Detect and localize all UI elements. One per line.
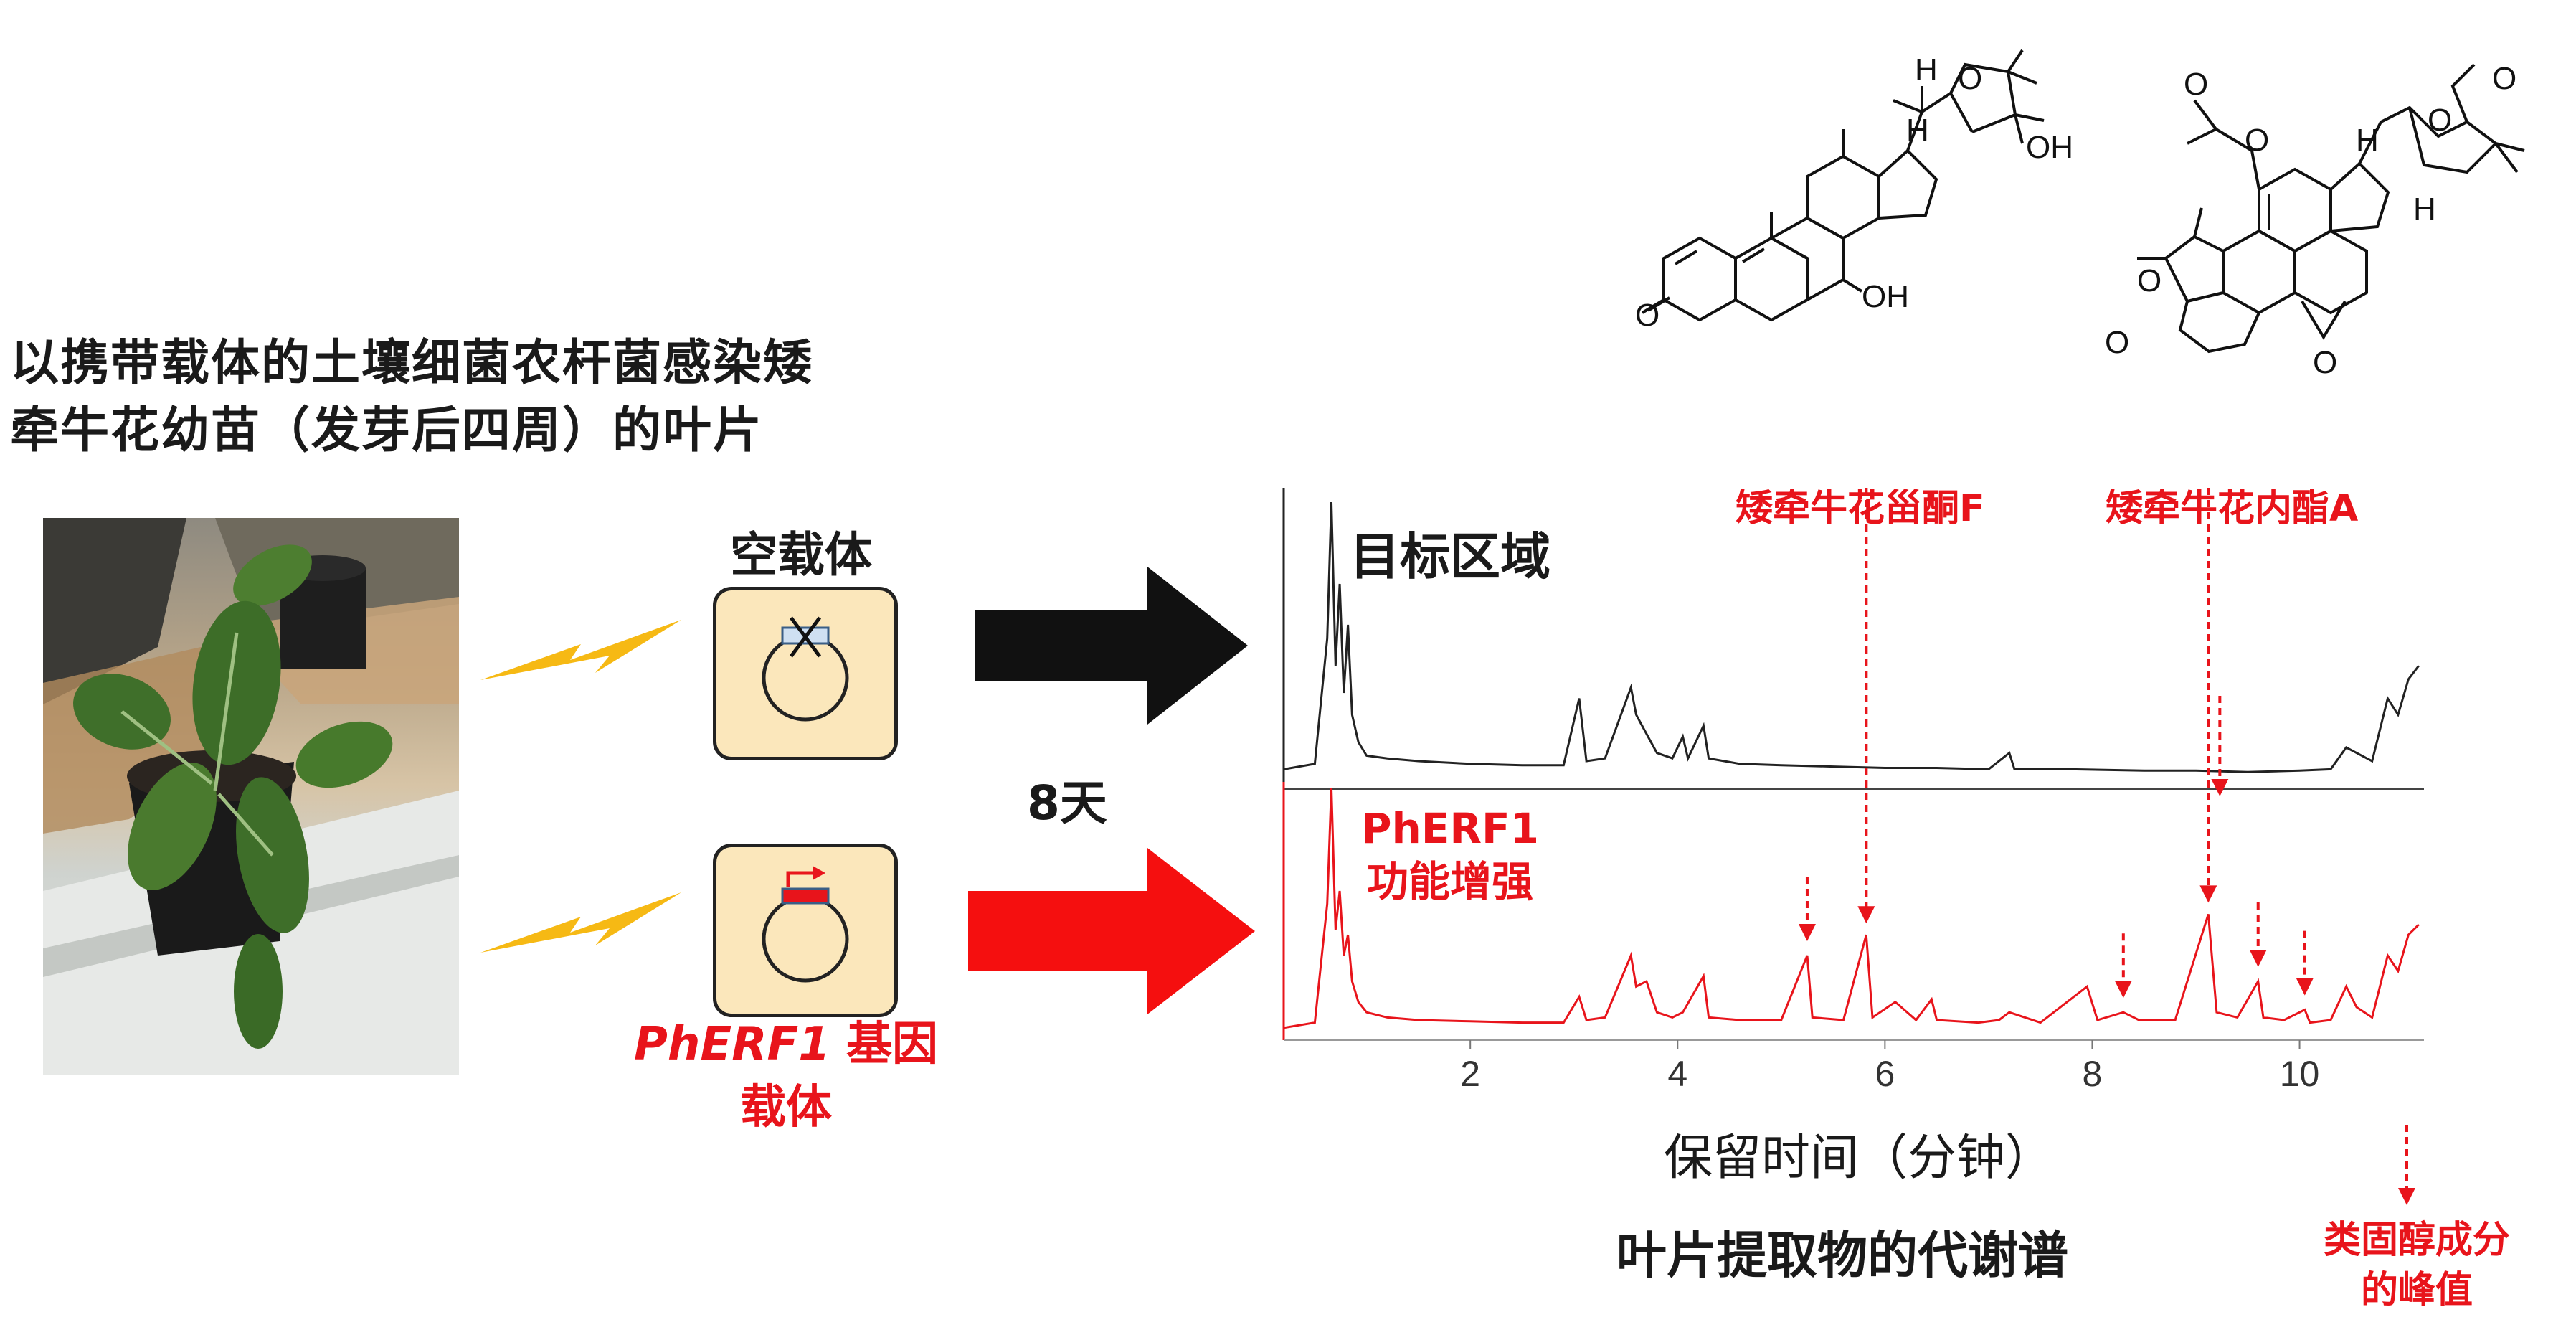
x-tick-label: 8 xyxy=(2083,1054,2103,1090)
target-region-label: 目标区域 xyxy=(1350,527,1550,586)
arrow-steroid-peak xyxy=(2211,696,2229,796)
structure-label: OH xyxy=(2026,130,2073,165)
overexpression-line1: PhERF1 xyxy=(1360,804,1540,853)
gene-vector-plasmid-box xyxy=(713,844,898,1017)
empty-plasmid-icon xyxy=(762,616,849,722)
structure-label: H xyxy=(2356,123,2379,158)
series-line-empty-vector xyxy=(1283,501,2420,773)
series-line-pherf1 xyxy=(1283,787,2420,1029)
petuniasterone-f-label: 矮牵牛花甾酮F xyxy=(1736,487,1985,530)
x-axis-label: 保留时间（分钟） xyxy=(1664,1130,2055,1186)
overexpression-line2: 功能增强 xyxy=(1366,857,1533,906)
legend-peak-arrow-icon xyxy=(2398,1125,2415,1205)
structure-label: O xyxy=(2105,325,2129,360)
arrow-compound-f xyxy=(1857,488,1875,924)
structure-label: OH xyxy=(1862,279,1909,314)
structure-label: H xyxy=(2413,192,2436,227)
chart-caption: 叶片提取物的代谢谱 xyxy=(1616,1226,2068,1285)
peak-arrows xyxy=(1798,488,2314,999)
steroid-peak-legend: 类固醇成分 的峰值 xyxy=(2295,1215,2539,1316)
intro-line-1: 以携带载体的土壤细菌农杆菌感染矮 xyxy=(10,335,814,392)
structure-label: O xyxy=(2245,123,2269,158)
structure-label: O xyxy=(2184,67,2208,102)
days-label: 8天 xyxy=(1027,775,1107,831)
structure-label: O xyxy=(2313,345,2337,380)
petunolide-a-label: 矮牵牛花内酯A xyxy=(2106,487,2359,530)
gene-name: PhERF1 xyxy=(634,1018,830,1071)
steroid-structures: H O H OH O OH O O H O O H O O O xyxy=(1635,49,2525,380)
seedling-illustration xyxy=(43,518,459,1075)
x-tick-label: 4 xyxy=(1667,1054,1687,1090)
x-tick-label: 2 xyxy=(1460,1054,1480,1090)
arrow-steroid-peak xyxy=(2296,930,2314,996)
arrow-steroid-peak xyxy=(2114,933,2132,999)
intro-text: 以携带载体的土壤细菌农杆菌感染矮 牵牛花幼苗（发芽后四周）的叶片 xyxy=(10,330,813,465)
gene-suffix: 基因 xyxy=(830,1018,938,1071)
intro-line-2: 牵牛花幼苗（发芽后四周）的叶片 xyxy=(10,402,764,459)
arrow-right-red-icon xyxy=(968,848,1255,1014)
legend-line2: 的峰值 xyxy=(2360,1269,2473,1312)
empty-vector-plasmid-box xyxy=(713,587,898,760)
structure-label: O xyxy=(2137,263,2161,298)
structure-label: O xyxy=(1635,298,1659,333)
x-ticks: 2 4 6 8 10 xyxy=(1460,1040,2319,1090)
structure-label: H xyxy=(1915,52,1938,88)
x-tick-label: 6 xyxy=(1875,1054,1895,1090)
gene-plasmid-icon xyxy=(762,866,849,983)
x-tick-label: 10 xyxy=(2280,1054,2320,1090)
structure-label: O xyxy=(1958,61,1982,96)
legend-line1: 类固醇成分 xyxy=(2323,1219,2510,1262)
structure-label: H xyxy=(1906,113,1929,148)
structure-label: O xyxy=(2492,61,2516,96)
gene-vector-label: PhERF1 基因 载体 xyxy=(625,1013,947,1139)
arrow-right-black-icon xyxy=(975,567,1248,725)
structure-label: O xyxy=(2428,103,2452,138)
arrow-compound-a xyxy=(2199,488,2217,903)
empty-vector-label: 空载体 xyxy=(730,527,872,582)
petunia-seedling-photo xyxy=(43,518,459,1075)
arrow-steroid-peak xyxy=(1798,877,1816,941)
chart-axes xyxy=(1282,488,2424,1041)
lightning-bolt-icon xyxy=(480,892,681,953)
arrow-steroid-peak xyxy=(2249,902,2267,967)
overexpression-label: PhERF1 功能增强 xyxy=(1343,802,1558,908)
chromatogram-chart: 2 4 6 8 10 xyxy=(1282,488,2424,1090)
lightning-bolt-icon xyxy=(480,620,681,680)
gene-vector-line2: 载体 xyxy=(740,1081,832,1134)
